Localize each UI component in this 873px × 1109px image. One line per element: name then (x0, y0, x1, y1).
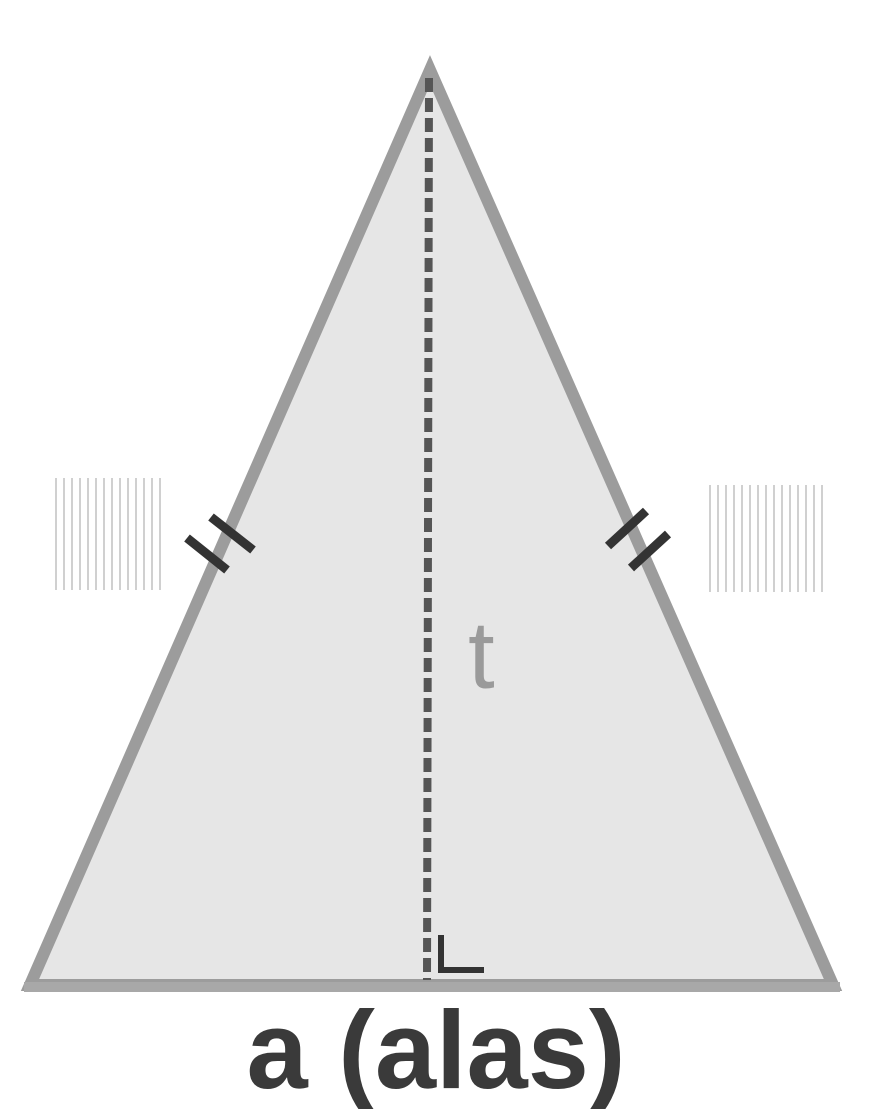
right-hatch-panel (709, 485, 823, 592)
left-hatch-panel (55, 478, 161, 590)
left-side-tick-marks (184, 513, 256, 574)
right-angle-marker (438, 935, 484, 973)
right-side-tick-marks (604, 507, 672, 572)
base-label: a (alas) (246, 989, 625, 1109)
height-label: t (468, 602, 495, 709)
height-line (423, 77, 433, 981)
